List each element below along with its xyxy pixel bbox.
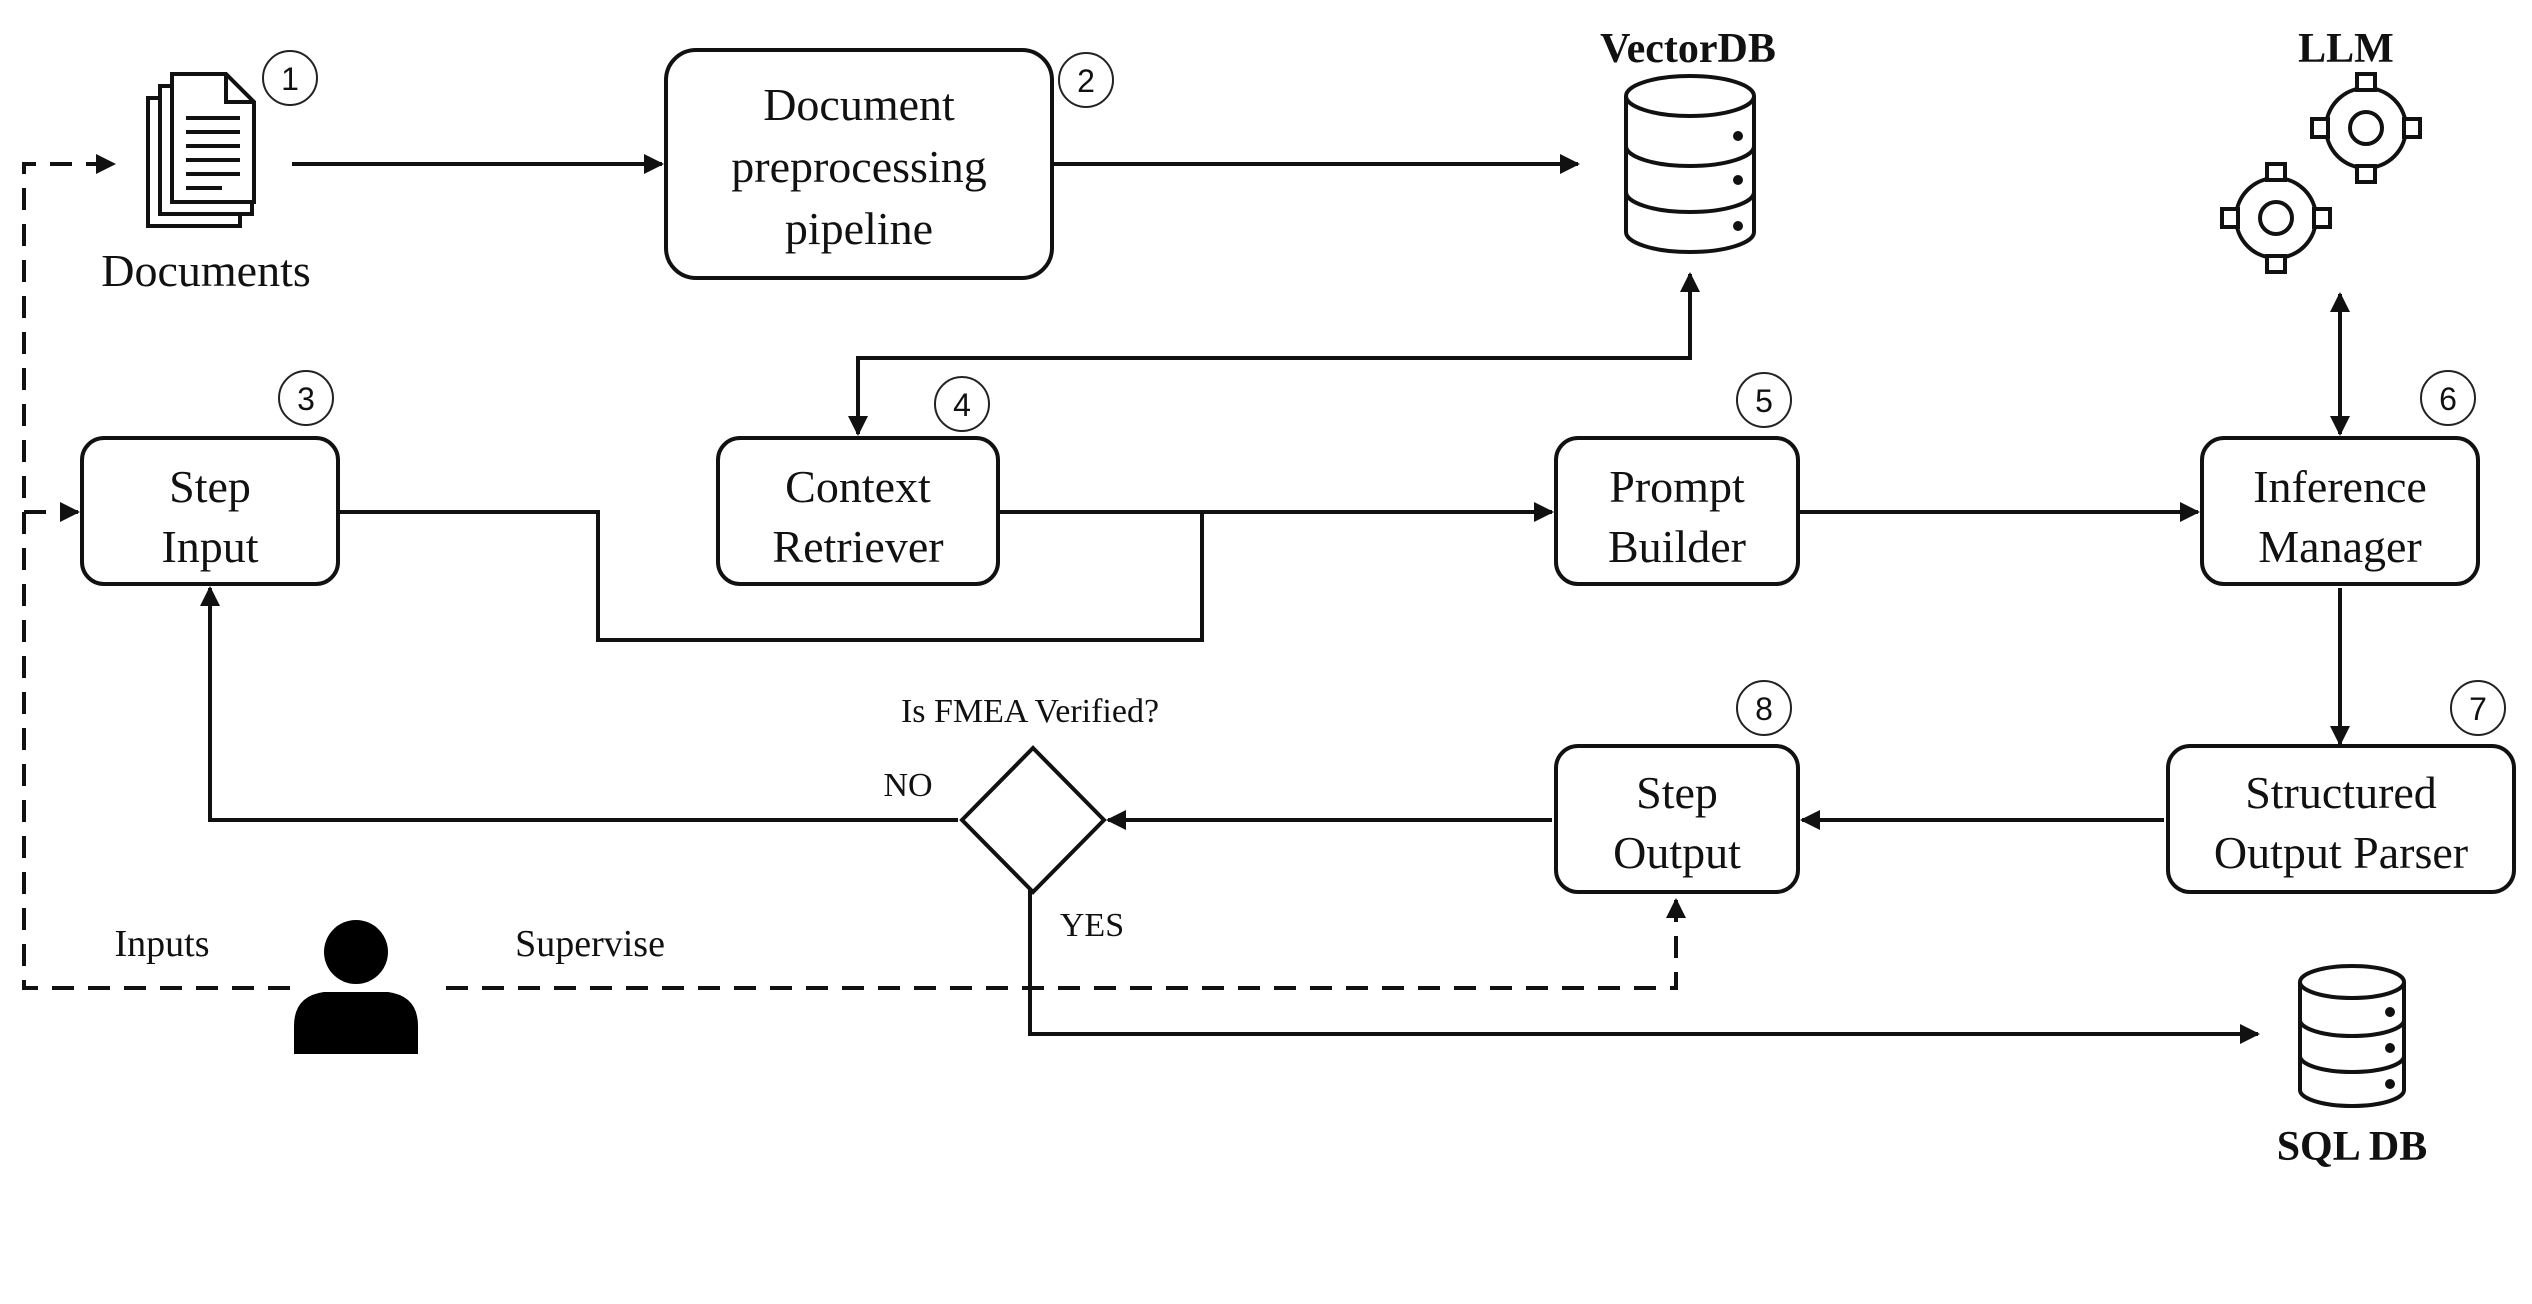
prompt-builder-box [1554, 436, 1800, 586]
step-number-5: 5 [1755, 383, 1773, 419]
documents-label: Documents [101, 245, 311, 296]
user-node: Inputs Supervise [115, 920, 665, 1054]
step-number-2: 2 [1077, 63, 1095, 99]
decision-no-label: NO [883, 767, 932, 804]
decision-yes-label: YES [1060, 907, 1124, 944]
preprocessing-label-line2: preprocessing [731, 141, 986, 192]
arrow-no-to-step-input [200, 586, 958, 822]
preprocessing-node: Document preprocessing pipeline 2 [664, 48, 1114, 280]
step-badge-7 [2450, 680, 2506, 736]
step-number-7: 7 [2469, 691, 2487, 727]
llm-label: LLM [2298, 26, 2394, 72]
vectordb-label: VectorDB [1600, 26, 1776, 72]
inference-manager-box [2200, 436, 2480, 586]
person-icon [294, 920, 418, 1054]
connectors [22, 154, 2350, 1044]
preprocessing-box [664, 48, 1054, 280]
decision-node: Is FMEA Verified? NO YES [883, 693, 1159, 944]
context-retriever-label-line2: Retriever [772, 521, 943, 572]
documents-icon [146, 72, 256, 228]
decision-question: Is FMEA Verified? [901, 693, 1159, 730]
step-input-node: Step Input 3 [80, 370, 340, 586]
sqldb-node: SQL DB [2277, 964, 2428, 1170]
preprocessing-label-line3: pipeline [785, 203, 933, 254]
parser-label-line1: Structured [2245, 767, 2437, 818]
step-badge-6 [2420, 370, 2476, 426]
decision-diamond [959, 745, 1107, 895]
step-badge-5 [1736, 372, 1792, 428]
structured-output-parser-node: Structured Output Parser 7 [2166, 680, 2516, 894]
step-output-node: Step Output 8 [1554, 680, 1800, 894]
prompt-builder-label-line2: Builder [1608, 521, 1746, 572]
context-retriever-label-line1: Context [785, 461, 931, 512]
llm-node: LLM [2220, 26, 2422, 274]
step-input-label-line1: Step [169, 461, 251, 512]
step-output-label-line1: Step [1636, 767, 1718, 818]
step-output-box [1554, 744, 1800, 894]
step-number-3: 3 [297, 381, 315, 417]
inference-manager-label-line1: Inference [2253, 461, 2427, 512]
context-retriever-box [716, 436, 1000, 586]
vectordb-database-icon [1624, 74, 1756, 254]
parser-label-line2: Output Parser [2214, 827, 2468, 878]
dashed-supervise [446, 898, 1686, 990]
step-badge-8 [1736, 680, 1792, 736]
step-number-8: 8 [1755, 691, 1773, 727]
step-number-1: 1 [281, 61, 299, 97]
step-input-label-line2: Input [161, 521, 258, 572]
prompt-builder-label-line1: Prompt [1609, 461, 1745, 512]
prompt-builder-node: Prompt Builder 5 [1554, 372, 1800, 586]
dashed-user-inputs [22, 154, 290, 990]
user-inputs-label: Inputs [115, 923, 210, 965]
inference-manager-label-line2: Manager [2258, 521, 2421, 572]
step-input-box [80, 436, 340, 586]
arrow-vectordb-context-retriever [848, 272, 1700, 436]
step-number-6: 6 [2439, 381, 2457, 417]
line-step-input-to-merge [338, 510, 1204, 642]
preprocessing-label-line1: Document [763, 79, 955, 130]
user-supervise-label: Supervise [515, 923, 665, 965]
step-number-4: 4 [953, 387, 971, 423]
step-badge-4 [934, 376, 990, 432]
context-retriever-node: Context Retriever 4 [716, 376, 1000, 586]
documents-node: Documents 1 [101, 50, 318, 296]
sqldb-database-icon [2298, 964, 2406, 1108]
arrow-yes-to-sqldb [1028, 890, 2260, 1044]
step-badge-2 [1058, 52, 1114, 108]
gears-icon [2220, 72, 2422, 274]
step-badge-3 [278, 370, 334, 426]
inference-manager-node: Inference Manager 6 [2200, 370, 2480, 586]
sqldb-label: SQL DB [2277, 1124, 2428, 1170]
step-badge-1 [262, 50, 318, 106]
vectordb-node: VectorDB [1600, 26, 1776, 254]
structured-output-parser-box [2166, 744, 2516, 894]
step-output-label-line2: Output [1613, 827, 1741, 878]
